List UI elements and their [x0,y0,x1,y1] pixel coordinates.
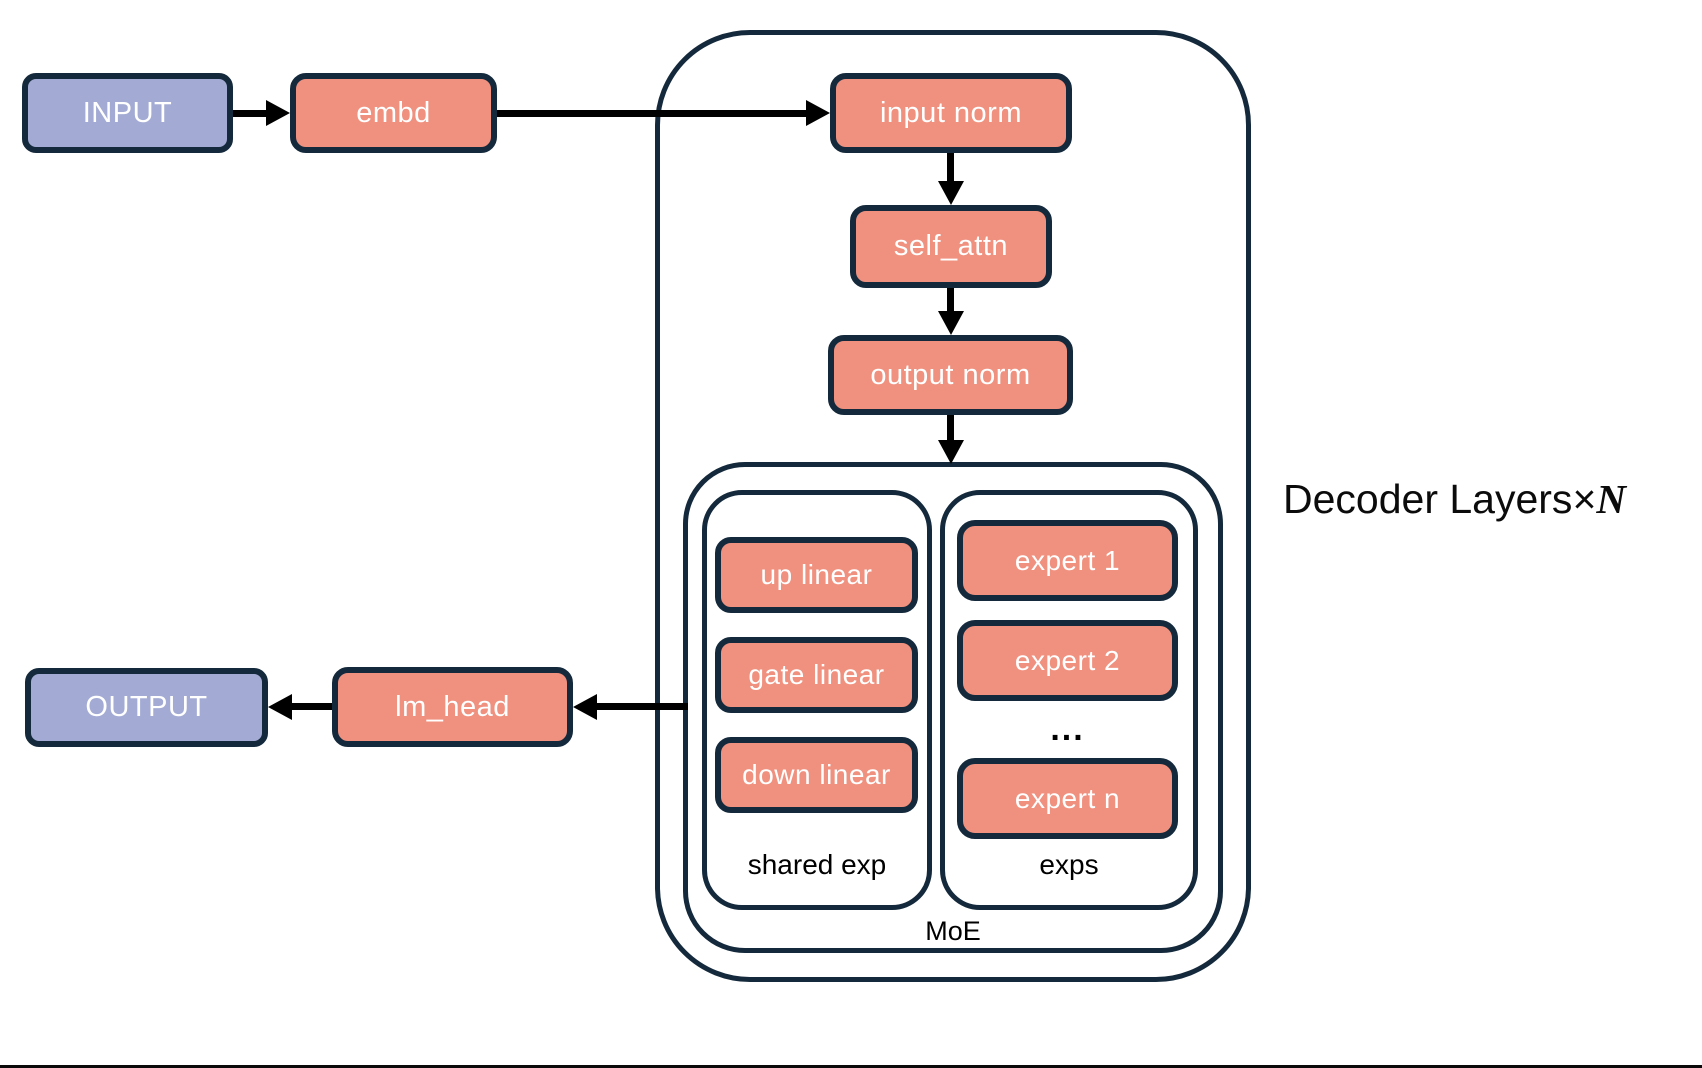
decoder-layers-container [655,30,1251,982]
input-norm-node: input norm [830,73,1072,153]
arrow-selfattn-to-outputnorm-shaft [947,288,954,315]
decoder-layers-annotation: Decoder Layers×N [1283,479,1626,520]
arrow-inputnorm-to-selfattn-head [938,181,964,205]
screenshot-bottom-edge [0,1065,1702,1068]
arrow-lmhead-to-output-shaft [290,703,332,710]
expert-1-node: expert 1 [957,520,1178,601]
output-node: OUTPUT [25,668,268,747]
input-node: INPUT [22,73,233,153]
experts-container [940,490,1198,910]
gate-linear-node: gate linear [715,637,918,713]
embedding-node: embd [290,73,497,153]
expert-n-node: expert n [957,758,1178,839]
down-linear-node: down linear [715,737,918,813]
up-linear-node: up linear [715,537,918,613]
arrow-inputnorm-to-selfattn-shaft [947,153,954,185]
arrow-outputnorm-to-moe-shaft [947,415,954,444]
repeat-count-symbol: N [1596,476,1626,522]
arrow-embd-to-inputnorm-head [806,100,830,126]
expert-2-node: expert 2 [957,620,1178,701]
moe-label: MoE [925,916,981,946]
decoder-layers-text: Decoder Layers [1283,476,1573,522]
shared-exp-label: shared exp [747,849,887,880]
arrow-outputnorm-to-moe-head [938,440,964,464]
arrow-embd-to-inputnorm-shaft [497,110,810,117]
lm-head-node: lm_head [332,667,573,747]
arrow-input-to-embd-head [266,100,290,126]
arrow-selfattn-to-outputnorm-head [938,311,964,335]
shared-expert-container [702,490,932,910]
exps-label: exps [1039,849,1099,880]
arrow-moe-to-lmhead-head [573,694,597,720]
experts-ellipsis: ... [1050,710,1085,748]
times-symbol: × [1572,476,1597,522]
arrow-lmhead-to-output-head [268,694,292,720]
arrow-input-to-embd-shaft [233,110,271,117]
self-attn-node: self_attn [850,205,1052,288]
arrow-moe-to-lmhead-shaft [595,703,688,710]
output-norm-node: output norm [828,335,1073,415]
